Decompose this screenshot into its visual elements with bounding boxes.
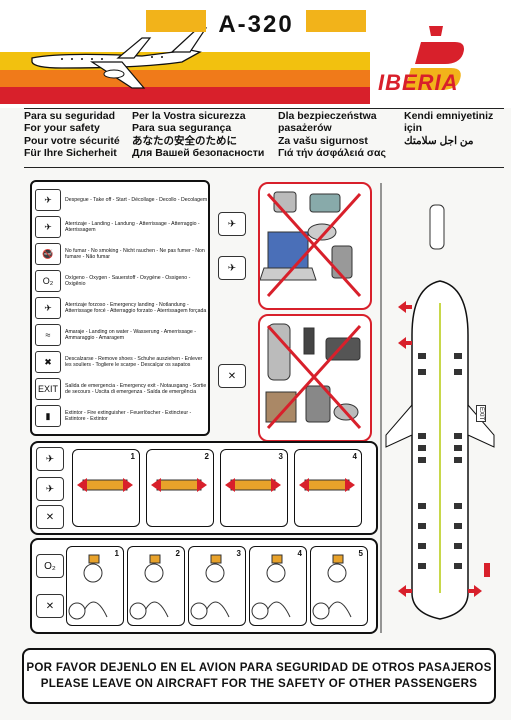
step-number: 1 [114, 549, 119, 558]
oxygen-step: 2 [127, 546, 185, 626]
lang-ru: Для Вашей безопасности [132, 146, 265, 159]
step-number: 5 [358, 549, 363, 558]
legend-text: Aterrizaje forzoso - Emergency landing -… [65, 302, 207, 314]
belt-step: 2 [146, 449, 214, 527]
pictogram-legend: ✈ Despegue - Take off - Start - Décollage… [30, 180, 210, 436]
takeoff-icon: ✈ [35, 189, 61, 211]
oxygen-step: 5 [310, 546, 368, 626]
lang-hr: Za vašu sigurnost [278, 134, 368, 147]
legend-text: Amaraje - Landing on water - Wasserung -… [65, 329, 196, 341]
legend-text: Salida de emergencia - Emergency exit - … [65, 383, 207, 395]
lang-it: Per la Vostra sicurezza [132, 110, 246, 122]
takeoff-icon: ✈ [36, 447, 64, 471]
lang-fr: Pour votre sécurité [24, 134, 120, 147]
seatbelt-instructions: ✈ ✈ ✕ 1 2 3 4 [30, 441, 378, 535]
lang-es: Para su seguridad [24, 110, 116, 122]
lang-el: Γιά τήν άσφάλειά σας [278, 146, 386, 159]
emergency-landing-icon: ✈ [35, 297, 61, 319]
step-number: 4 [352, 452, 357, 461]
step-number: 1 [130, 452, 135, 461]
aircraft-model-title: A-320 [208, 11, 304, 39]
ditching-icon: ≈ [35, 324, 61, 346]
step-number: 2 [204, 452, 209, 461]
no-smoking-icon: 🚭 [35, 243, 61, 265]
lang-en: For your safety [24, 122, 100, 135]
lang-ar: من اجل سلامتك [404, 134, 474, 147]
exit-label: EXIT [476, 405, 486, 423]
legend-row: 🚭 No fumar - No smoking - Nicht rauchen -… [32, 242, 208, 266]
step-number: 3 [278, 452, 283, 461]
notice-english: PLEASE LEAVE ON AIRCRAFT FOR THE SAFETY … [40, 677, 478, 690]
lang-ja: あなたの安全のために [132, 134, 237, 147]
lang-pt: Para sua segurança [132, 122, 232, 135]
legend-row: EXIT Salida de emergencia - Emergency exi… [32, 377, 208, 401]
legend-text: Despegue - Take off - Start - Décollage … [65, 197, 208, 203]
iberia-logo-icon [405, 26, 464, 90]
lang-pl: Dla bezpieczeństwa pasażerów [278, 110, 377, 135]
lang-de: Für Ihre Sicherheit [24, 146, 117, 159]
exit-icon: EXIT [35, 378, 61, 400]
fuselage-diagram-icon [380, 183, 495, 633]
landing-icon: ✈ [36, 477, 64, 501]
no-smoking-icon: ✕ [36, 505, 64, 529]
legend-text: Oxígeno - Oxygen - Sauerstoff - Oxygène … [65, 275, 191, 287]
legend-text: Descalzarse - Remove shoes - Schuhe ausz… [65, 356, 203, 368]
legend-text: Extintor - Fire extinguisher - Feuerlösc… [65, 410, 192, 422]
oxygen-step: 4 [249, 546, 307, 626]
landing-icon: ✈ [35, 216, 61, 238]
step-number: 2 [175, 549, 180, 558]
legend-row: ✖ Descalzarse - Remove shoes - Schuhe aus… [32, 350, 208, 374]
oxygen-icon: O₂ [35, 270, 61, 292]
legend-row: O₂ Oxígeno - Oxygen - Sauerstoff - Oxygèn… [32, 269, 208, 293]
portable-devices-illustration-icon [259, 191, 362, 298]
lang-tr: Kendi emniyetiniz için [404, 110, 494, 135]
legend-row: ✈ Aterrizaje forzoso - Emergency landing … [32, 296, 208, 320]
takeoff-icon: ✈ [218, 212, 246, 236]
leave-on-aircraft-notice: POR FAVOR DEJENLO EN EL AVION PARA SEGUR… [22, 648, 496, 704]
remove-shoes-icon: ✖ [35, 351, 61, 373]
landing-icon: ✈ [218, 256, 246, 280]
no-smoking-icon: ✕ [36, 594, 64, 618]
notice-spanish: POR FAVOR DEJENLO EN EL AVION PARA SEGUR… [26, 661, 492, 674]
belt-step: 1 [72, 449, 140, 527]
belt-step: 3 [220, 449, 288, 527]
safety-language-strip: Para su seguridad For your safety Pour v… [24, 110, 504, 166]
aircraft-illustration-icon [31, 27, 208, 89]
legend-text: No fumar - No smoking - Nicht rauchen - … [65, 248, 205, 260]
no-devices-icon: ✕ [218, 364, 246, 388]
oxygen-step: 1 [66, 546, 124, 626]
cabin-exit-map: EXIT [378, 183, 500, 633]
legend-row: ≈ Amaraje - Landing on water - Wasserung … [32, 323, 208, 347]
brand-name: IBERIA [378, 70, 459, 95]
devices-prohibited-panel-1 [258, 182, 372, 310]
devices-prohibited-panel-2 [258, 314, 372, 442]
oxygen-instructions: O₂ ✕ 1 2 3 4 5 [30, 538, 378, 634]
header: A-320 IBERIA [0, 0, 511, 108]
legend-row: ✈ Aterrizaje - Landing - Landung - Atterr… [32, 215, 208, 239]
legend-text: Aterrizaje - Landing - Landung - Atterri… [65, 221, 200, 233]
step-number: 3 [236, 549, 241, 558]
belt-step: 4 [294, 449, 362, 527]
step-number: 4 [297, 549, 302, 558]
legend-row: ▮ Extintor - Fire extinguisher - Feuerlös… [32, 404, 208, 428]
extinguisher-icon: ▮ [35, 405, 61, 427]
oxygen-icon: O₂ [36, 554, 64, 578]
oxygen-step: 3 [188, 546, 246, 626]
electronic-devices-illustration-icon [265, 323, 362, 430]
legend-row: ✈ Despegue - Take off - Start - Décollage… [32, 188, 208, 212]
